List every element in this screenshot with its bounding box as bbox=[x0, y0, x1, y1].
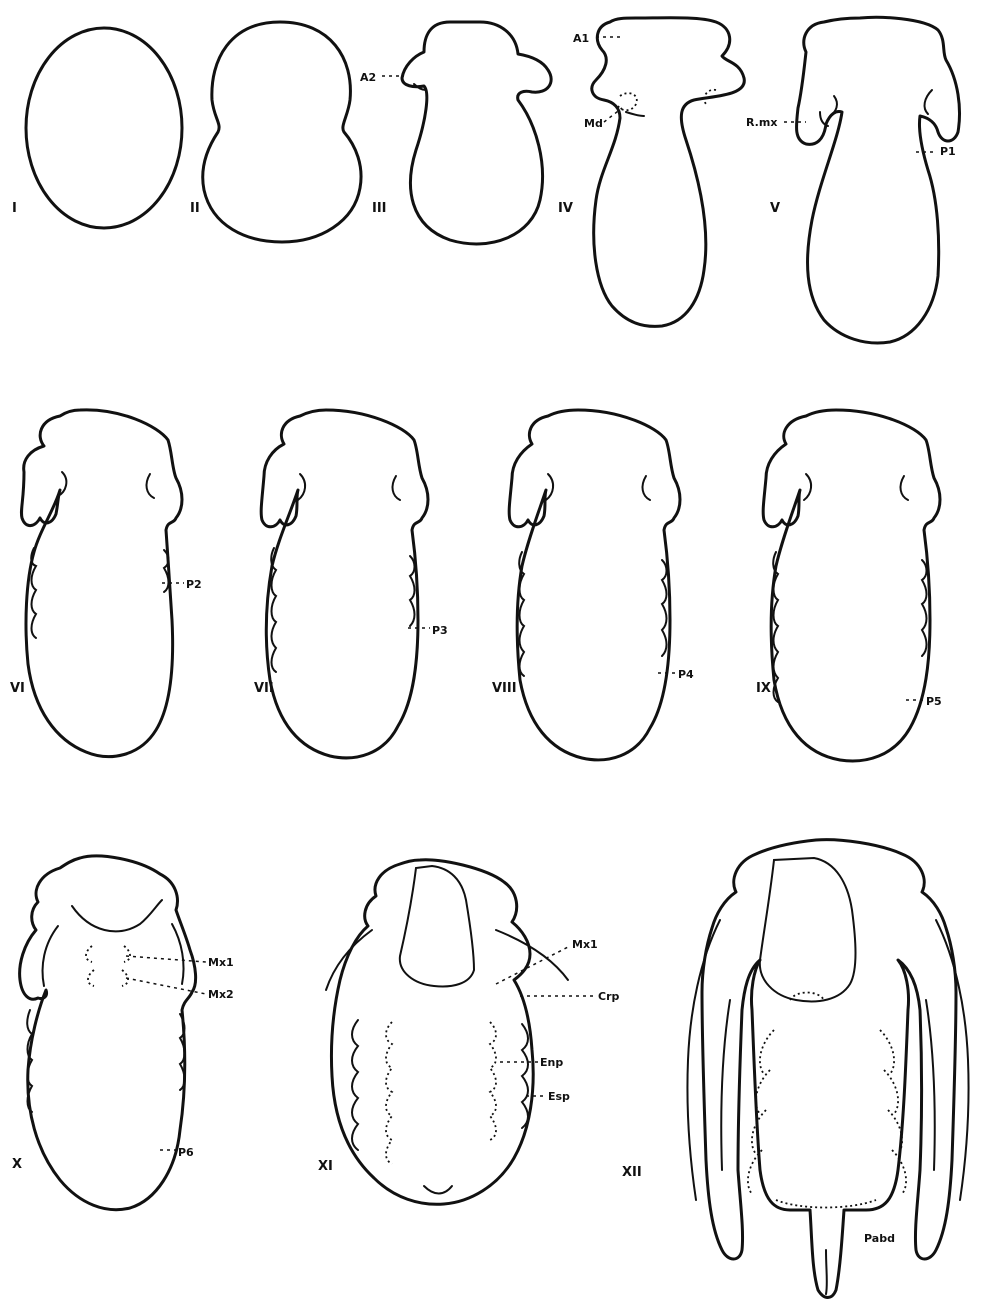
stage-6-numeral: VI bbox=[10, 681, 25, 696]
stage-7-label-p3: P3 bbox=[432, 624, 448, 637]
stage-2-numeral: II bbox=[190, 201, 200, 216]
stage-9-figure: P5 IX bbox=[756, 410, 942, 761]
stage-5-label-p1: P1 bbox=[940, 145, 956, 158]
stage-11-numeral: XI bbox=[318, 1159, 333, 1174]
stage-4-figure: A1 Md IV bbox=[558, 18, 744, 327]
stage-10-numeral: X bbox=[12, 1157, 22, 1172]
stage-8-figure: P4 VIII bbox=[492, 410, 694, 760]
stage-11-label-crp: Crp bbox=[598, 990, 619, 1003]
stage-1-numeral: I bbox=[12, 201, 17, 216]
stage-8-label-p4: P4 bbox=[678, 668, 694, 681]
stage-11-label-esp: Esp bbox=[548, 1090, 570, 1103]
stage-8-numeral: VIII bbox=[492, 681, 517, 696]
stage-3-figure: A2 III bbox=[360, 22, 551, 244]
stage-4-label-a1: A1 bbox=[573, 32, 589, 45]
stage-9-label-p5: P5 bbox=[926, 695, 942, 708]
stage-12-figure: Pabd XII bbox=[622, 840, 969, 1298]
stage-6-label-p2: P2 bbox=[186, 578, 202, 591]
stage-2-figure: II bbox=[190, 22, 361, 242]
stage-12-label-pabd: Pabd bbox=[864, 1232, 895, 1245]
stage-12-numeral: XII bbox=[622, 1165, 642, 1180]
stage-11-figure: Mx1 Crp Enp Esp XI bbox=[318, 860, 619, 1205]
stage-7-figure: P3 VII bbox=[254, 410, 448, 758]
stage-4-label-md: Md bbox=[584, 117, 603, 130]
stage-6-figure: P2 VI bbox=[10, 410, 202, 757]
stage-5-figure: R.mx P1 V bbox=[746, 17, 960, 343]
stage-10-figure: Mx1 Mx2 P6 X bbox=[12, 856, 234, 1210]
stage-11-label-enp: Enp bbox=[540, 1056, 563, 1069]
stage-10-label-p6: P6 bbox=[178, 1146, 194, 1159]
stage-9-numeral: IX bbox=[756, 681, 771, 696]
stage-10-label-mx2: Mx2 bbox=[208, 988, 234, 1001]
stage-11-label-mx1: Mx1 bbox=[572, 938, 598, 951]
stage-3-numeral: III bbox=[372, 201, 387, 216]
stage-10-label-mx1: Mx1 bbox=[208, 956, 234, 969]
stage-7-numeral: VII bbox=[254, 681, 274, 696]
stage-4-numeral: IV bbox=[558, 201, 573, 216]
stage-5-label-rmx: R.mx bbox=[746, 116, 777, 129]
stage-1-figure: I bbox=[12, 28, 182, 228]
stage-5-numeral: V bbox=[770, 201, 780, 216]
stage-3-label-a2: A2 bbox=[360, 71, 376, 84]
